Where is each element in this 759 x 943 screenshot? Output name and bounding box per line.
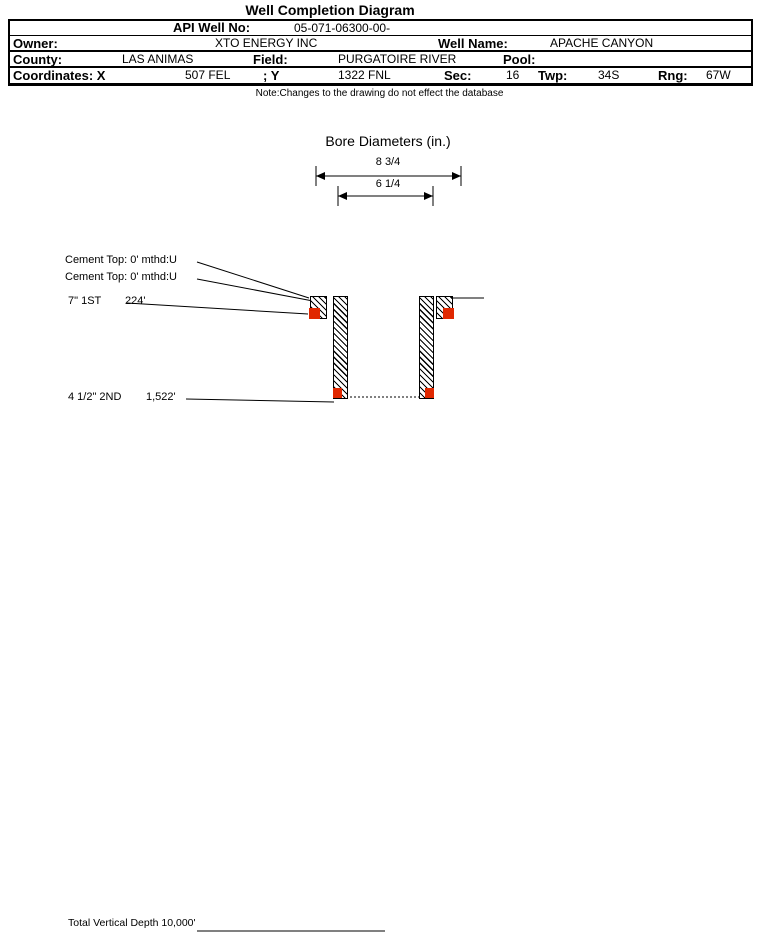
county-label: County: (13, 52, 63, 67)
dim-inner-left-arrow (338, 192, 347, 200)
leader-casing1-shoe (126, 302, 309, 315)
dim-outer-right-arrow (452, 172, 461, 180)
rng-value: 67W (706, 68, 731, 82)
cement-top-label-1: Cement Top: 0' mthd:U (65, 254, 177, 266)
casing-4half-right-wall (419, 296, 434, 399)
leader-cement-top-2 (196, 278, 314, 302)
sec-label: Sec: (444, 68, 472, 83)
cement-top-label-2: Cement Top: 0' mthd:U (65, 271, 177, 283)
casing2-size-label: 4 1/2" 2ND (68, 391, 122, 403)
coordinates-y-label: ; Y (263, 68, 280, 83)
field-label: Field: (253, 52, 288, 67)
owner-label: Owner: (13, 36, 58, 51)
cement-shoe-4half-right (425, 388, 434, 398)
header-row-api: API Well No: 05-071-06300-00- (10, 21, 751, 36)
cement-shoe-7in-left (309, 308, 320, 319)
header-row-county: County: LAS ANIMAS Field: PURGATOIRE RIV… (10, 52, 751, 68)
bore-outer-dim-label: 8 3/4 (375, 156, 401, 168)
dim-outer-left-arrow (316, 172, 325, 180)
header-table: API Well No: 05-071-06300-00- Owner: XTO… (8, 19, 753, 86)
casing1-size-label: 7" 1ST (68, 295, 102, 307)
twp-label: Twp: (538, 68, 568, 83)
rng-label: Rng: (658, 68, 688, 83)
cement-shoe-7in-right (443, 308, 454, 319)
owner-value: XTO ENERGY INC (215, 36, 318, 50)
leader-cement-top-1 (196, 261, 310, 299)
dim-inner-right-arrow (424, 192, 433, 200)
leader-casing2-shoe (185, 398, 335, 403)
well-name-label: Well Name: (438, 36, 508, 51)
tvd-label: Total Vertical Depth 10,000' (68, 917, 196, 929)
header-row-coordinates: Coordinates: X 507 FEL ; Y 1322 FNL Sec:… (10, 68, 751, 83)
note-text: Note:Changes to the drawing do not effec… (255, 88, 504, 99)
header-row-owner: Owner: XTO ENERGY INC Well Name: APACHE … (10, 36, 751, 52)
casing1-depth-label: 224' (125, 295, 146, 307)
casing-4half-left-wall (333, 296, 348, 399)
casing2-depth-label: 1,522' (146, 391, 176, 403)
cement-shoe-4half-left (333, 388, 342, 398)
pool-label: Pool: (503, 52, 536, 67)
field-value: PURGATOIRE RIVER (338, 52, 457, 66)
api-well-no-value: 05-071-06300-00- (294, 21, 391, 35)
bore-diameters-title: Bore Diameters (in.) (325, 133, 451, 149)
well-name-value: APACHE CANYON (550, 36, 654, 50)
api-well-no-label: API Well No: (173, 20, 251, 35)
coordinates-y-value: 1322 FNL (338, 68, 391, 82)
coordinates-x-value: 507 FEL (185, 68, 231, 82)
coordinates-label: Coordinates: X (13, 68, 106, 83)
twp-value: 34S (598, 68, 620, 82)
page-title: Well Completion Diagram (245, 2, 415, 18)
sec-value: 16 (506, 68, 520, 82)
county-value: LAS ANIMAS (122, 52, 194, 66)
bore-inner-dim-label: 6 1/4 (375, 178, 401, 190)
